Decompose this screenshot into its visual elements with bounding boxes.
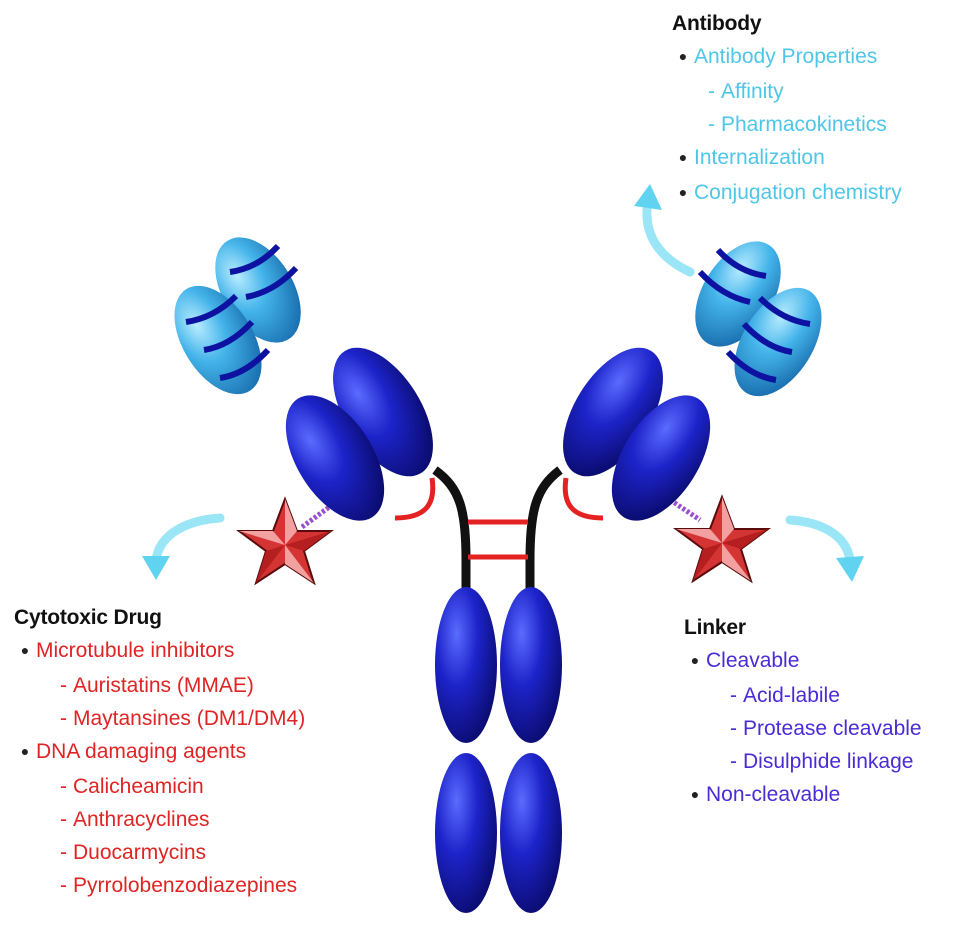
drug-subitem-label: Anthracyclines (73, 808, 210, 831)
drug-arrow-head (142, 556, 170, 580)
heavy-domain-right-a (563, 347, 663, 477)
antibody-item-label: Conjugation chemistry (694, 181, 902, 204)
list-subitem: -Protease cleavable (730, 717, 922, 740)
light-domain-right-b (734, 287, 822, 397)
heavy-domain-left-b (285, 395, 385, 521)
list-subitem: -Pharmacokinetics (708, 113, 887, 136)
cytotoxic-drug-title: Cytotoxic Drug (14, 606, 162, 629)
drug-item-label: DNA damaging agents (36, 740, 247, 763)
list-subitem: -Affinity (708, 80, 784, 103)
list-subitem: -Duocarmycins (60, 841, 207, 864)
hinge-left (432, 466, 471, 600)
list-subitem: -Auristatins (MMAE) (60, 674, 254, 697)
linker-item-label: Cleavable (706, 649, 800, 672)
drug-subitem-label: Calicheamicin (73, 775, 204, 798)
heavy-domain-left-a (333, 347, 433, 477)
list-item: ● Cleavable (684, 644, 922, 679)
drug-arrow (151, 513, 225, 565)
linker-title: Linker (684, 616, 746, 639)
disulfide-right (562, 477, 604, 521)
linker-subitem-label: Disulphide linkage (743, 750, 914, 773)
disulfide-left (394, 477, 436, 521)
antibody-item-label: Antibody Properties (694, 45, 878, 68)
drug-subitem-label: Duocarmycins (73, 841, 207, 864)
list-subitem: -Calicheamicin (60, 775, 204, 798)
antibody-item-label: Internalization (694, 146, 825, 169)
light-domain-left-stripes (185, 243, 299, 381)
drug-star-left (235, 496, 335, 586)
bullet-icon: ● (678, 149, 688, 165)
list-item: ● Conjugation chemistry (672, 176, 902, 211)
list-item: ● Microtubule inhibitors (14, 634, 305, 669)
bullet-icon: ● (20, 743, 30, 759)
fc-domain-left-lower (435, 753, 497, 913)
drug-subitem-label: Auristatins (MMAE) (73, 674, 254, 697)
linker-item-label: Non-cleavable (706, 783, 841, 806)
linker-left (300, 502, 334, 530)
antibody-arrow (642, 195, 695, 277)
list-subitem: -Maytansines (DM1/DM4) (60, 707, 306, 730)
list-subitem: -Disulphide linkage (730, 750, 914, 773)
list-subitem: -Pyrrolobenzodiazepines (60, 874, 298, 897)
linker-subitem-label: Acid-labile (743, 684, 840, 707)
antibody-subitem-label: Pharmacokinetics (721, 113, 887, 136)
light-domain-right-stripes (697, 247, 811, 383)
linker-arrow (785, 515, 855, 565)
linker-panel: Linker ● Cleavable -Acid-labile -Protease… (684, 616, 922, 813)
bullet-icon: ● (20, 642, 30, 658)
bullet-icon: ● (678, 184, 688, 200)
hinge-right (525, 466, 563, 600)
drug-item-label: Microtubule inhibitors (36, 639, 235, 662)
list-subitem: -Anthracyclines (60, 808, 210, 831)
bullet-icon: ● (678, 48, 688, 64)
bullet-icon: ● (690, 652, 700, 668)
drug-subitem-label: Maytansines (DM1/DM4) (73, 707, 306, 730)
list-item: ● Antibody Properties (672, 40, 902, 75)
drug-subitem-label: Pyrrolobenzodiazepines (73, 874, 298, 897)
antibody-panel: Antibody ●Antibody Properties -Affinity … (672, 12, 902, 211)
fc-domain-right-lower (500, 753, 562, 913)
bullet-icon: ● (690, 786, 700, 802)
antibody-arrow-head (634, 184, 662, 210)
fc-domain-right-upper (500, 587, 562, 743)
linker-subitem-label: Protease cleavable (743, 717, 922, 740)
list-item: ● Internalization (672, 141, 902, 176)
list-subitem: -Acid-labile (730, 684, 840, 707)
antibody-subitem-label: Affinity (721, 80, 784, 103)
linker-arrow-head (836, 556, 864, 582)
light-domain-left-b (174, 285, 262, 395)
drug-star-right (672, 494, 772, 584)
heavy-domain-right-b (611, 395, 711, 521)
cytotoxic-drug-panel: Cytotoxic Drug ● Microtubule inhibitors -… (14, 606, 305, 902)
list-item: ● DNA damaging agents (14, 735, 305, 770)
list-item: ● Non-cleavable (684, 778, 922, 813)
antibody-title: Antibody (672, 12, 762, 35)
fc-domain-left-upper (435, 587, 497, 743)
